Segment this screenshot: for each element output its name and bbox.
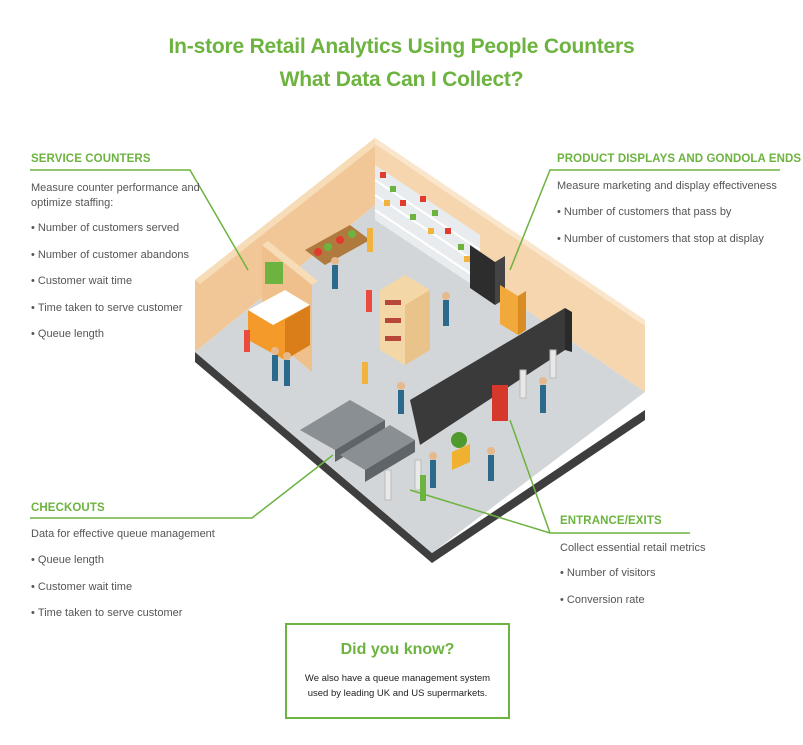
entrance-exits-heading: ENTRANCE/EXITS [560,515,662,527]
back-left-wall [195,138,375,352]
did-you-know-line-1: We also have a queue management system [304,673,491,684]
product-displays-heading: PRODUCT DISPLAYS AND GONDOLA ENDS [557,153,802,165]
list-item: Number of visitors [560,567,656,594]
entrance-exits-description: Collect essential retail metrics [560,542,706,554]
did-you-know-line-2: used by leading UK and US supermarkets. [307,688,488,699]
list-item: Time taken to serve customer [31,607,182,634]
plant-pot [452,444,470,470]
did-you-know-body: We also have a queue management system u… [303,671,493,701]
service-counters-heading: SERVICE COUNTERS [31,153,151,165]
list-item: Customer wait time [31,275,189,302]
main-subtitle: What Data Can I Collect? [279,68,524,91]
product-displays-description: Measure marketing and display effectiven… [557,180,777,192]
list-item: Customer wait time [31,581,182,608]
shoppers [244,228,547,501]
entrance-wall [410,308,565,445]
checkout-lane-2 [340,425,415,470]
list-item: Queue length [31,554,182,581]
service-counters-list: Number of customers served Number of cus… [31,222,189,355]
checkouts-heading: CHECKOUTS [31,502,105,514]
checkouts-description: Data for effective queue management [31,528,215,540]
entrance-exits-list: Number of visitors Conversion rate [560,567,656,620]
counter-sign [265,262,283,284]
plant [451,432,467,448]
checkout-lane-1 [300,400,385,450]
did-you-know-box: Did you know? We also have a queue manag… [285,623,510,719]
checkouts-list: Queue length Customer wait time Time tak… [31,554,182,634]
shelf-unit [375,165,480,290]
list-item: Number of customers served [31,222,189,249]
list-item: Number of customers that stop at display [557,233,764,260]
callout-lines [30,169,780,534]
did-you-know-title: Did you know? [340,641,455,658]
list-item: Queue length [31,328,189,355]
list-item: Number of customers that pass by [557,206,764,233]
service-counters-description: Measure counter performance and optimize… [31,182,200,209]
back-right-wall [375,138,645,392]
list-item: Number of customer abandons [31,249,189,276]
atm [492,385,508,421]
list-item: Time taken to serve customer [31,302,189,329]
fridge [470,245,495,305]
vending-machine [500,285,518,335]
main-title: In-store Retail Analytics Using People C… [168,35,635,58]
product-displays-list: Number of customers that pass by Number … [557,206,764,259]
list-item: Conversion rate [560,594,656,621]
